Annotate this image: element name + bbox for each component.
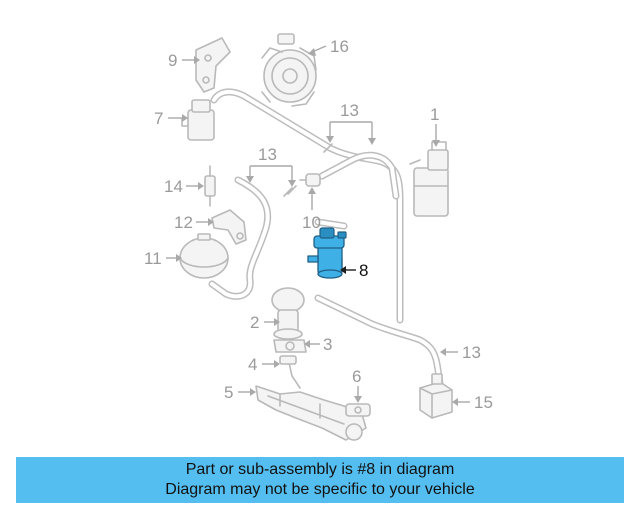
callout-13-bottom: 13 [462, 343, 481, 362]
part-1-canister [409, 141, 449, 217]
part-9-bracket [195, 37, 231, 93]
part-14-valve [204, 165, 216, 207]
part-16-pump [261, 33, 317, 107]
callout-13-middle: 13 [258, 145, 277, 164]
part-2-egr-valve [271, 287, 305, 340]
callout-13-top: 13 [340, 101, 359, 120]
callout-5: 5 [224, 383, 233, 402]
part-3-gasket [273, 339, 307, 353]
banner-line-1: Part or sub-assembly is #8 in diagram [185, 461, 455, 478]
part-15-solenoid [419, 373, 453, 419]
banner-line-2: Diagram may not be specific to your vehi… [165, 481, 475, 498]
callout-11: 11 [144, 249, 162, 268]
callout-16: 16 [330, 37, 349, 56]
callout-8: 8 [359, 261, 368, 280]
part-13-fittings [283, 143, 333, 197]
callout-6: 6 [352, 367, 361, 386]
callout-15: 15 [474, 393, 493, 412]
part-4-pipe [279, 355, 301, 389]
part-11-reservoir [179, 233, 229, 279]
part-8-highlighted [307, 227, 347, 279]
callout-numbers: 1 2 3 4 5 6 7 8 9 10 11 12 13 13 13 14 1… [144, 37, 493, 412]
callout-1: 1 [430, 105, 439, 124]
parts-diagram: 1 2 3 4 5 6 7 8 9 10 11 12 13 13 13 14 1… [144, 33, 493, 441]
callout-2: 2 [250, 313, 259, 332]
callout-9: 9 [168, 51, 177, 70]
hose-network [208, 88, 444, 388]
callout-3: 3 [323, 335, 332, 354]
part-12-bracket [211, 209, 247, 245]
callout-12: 12 [174, 213, 193, 232]
callout-7: 7 [154, 109, 163, 128]
info-banner: Part or sub-assembly is #8 in diagram Di… [16, 457, 624, 503]
callout-4: 4 [248, 355, 257, 374]
part-6-gasket [345, 403, 371, 417]
callout-10: 10 [302, 213, 321, 232]
callout-lines [166, 45, 470, 406]
part-10-connector [299, 173, 321, 187]
part-5-manifold [255, 385, 367, 441]
part-7-solenoid [181, 99, 215, 141]
callout-14: 14 [164, 177, 183, 196]
